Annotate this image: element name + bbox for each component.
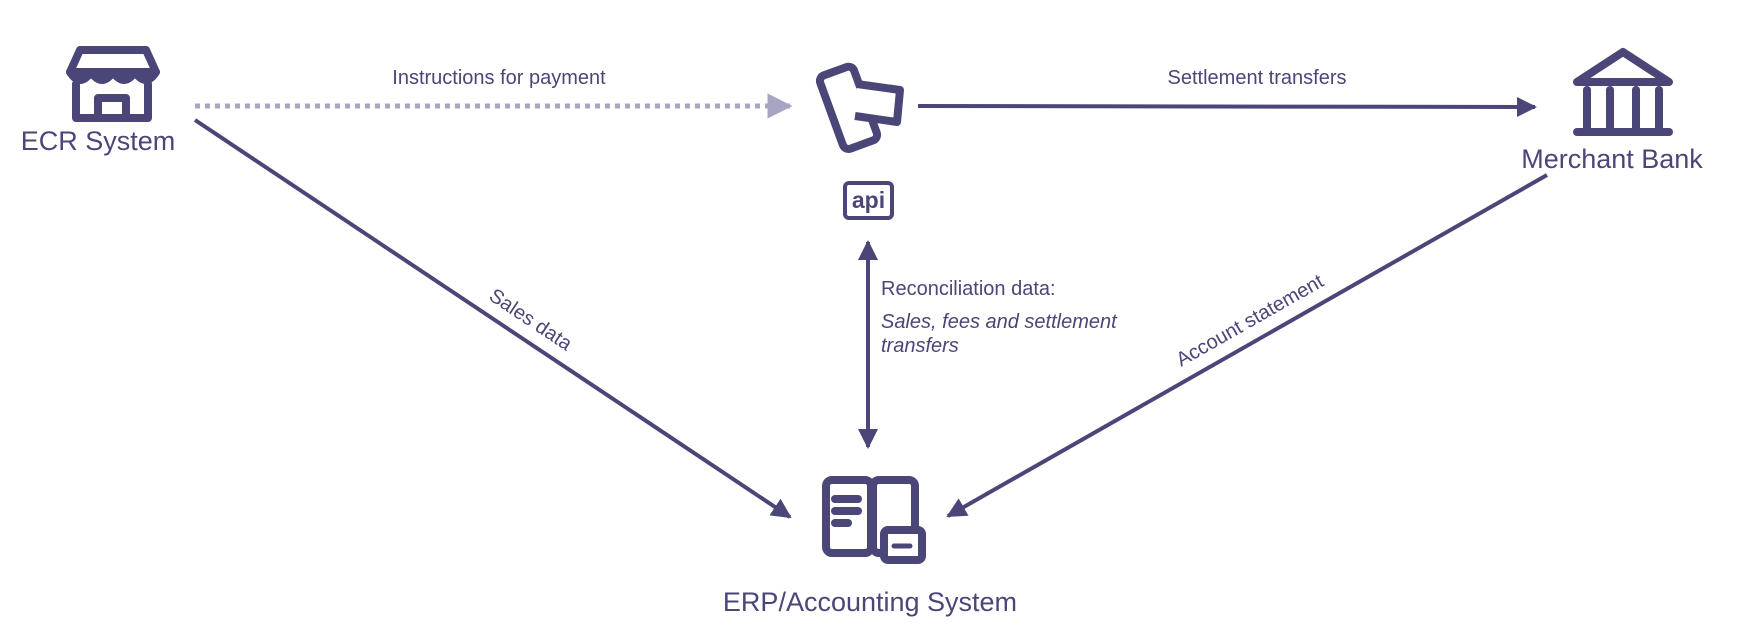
bank-icon — [1573, 48, 1673, 136]
erp-accounting-label: ERP/Accounting System — [723, 587, 1017, 617]
instructions-label: Instructions for payment — [392, 67, 606, 89]
sales-data-arrow — [193, 118, 792, 519]
api-badge: api — [843, 181, 894, 220]
merchant-bank-label: Merchant Bank — [1521, 144, 1703, 174]
settlement-arrow — [917, 96, 1537, 117]
reconciliation-detail-line-1: Sales, fees and settlement — [881, 311, 1118, 333]
ecr-system-label: ECR System — [21, 126, 176, 156]
accounting-books-icon — [822, 476, 926, 564]
reconciliation-label: Reconciliation data: — [881, 278, 1056, 300]
storefront-icon — [66, 46, 160, 122]
payment-cards-icon — [815, 62, 904, 153]
account-statement-label: Account statement — [1173, 270, 1328, 371]
account-statement-arrow — [946, 173, 1548, 518]
reconciliation-detail-line-2: transfers — [881, 335, 959, 357]
api-badge-text: api — [852, 187, 885, 213]
settlement-label: Settlement transfers — [1168, 67, 1347, 89]
